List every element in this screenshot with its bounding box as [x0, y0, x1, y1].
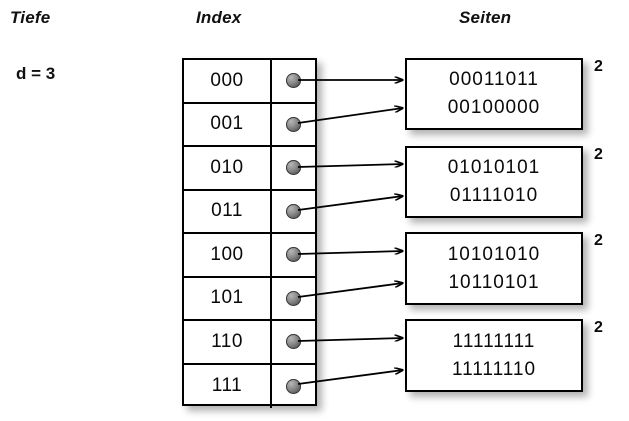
index-key: 110 — [184, 321, 272, 363]
page-box[interactable]: 11111111 11111110 — [405, 319, 583, 392]
index-pointer-cell[interactable] — [272, 365, 315, 409]
page-line: 01010101 — [447, 157, 541, 179]
index-key: 101 — [184, 277, 272, 319]
filled-circle-handle-icon — [286, 334, 301, 350]
index-key: 000 — [184, 60, 272, 102]
page-count-badge: 2 — [594, 232, 603, 249]
index-pointer-cell[interactable] — [272, 278, 315, 320]
page-box[interactable]: 00011011 00100000 — [405, 58, 583, 130]
filled-circle-handle-icon — [286, 73, 301, 89]
filled-circle-handle-icon — [286, 160, 301, 176]
page-count-badge: 2 — [594, 58, 603, 75]
index-row[interactable]: 011 — [184, 190, 315, 234]
index-pointer-cell[interactable] — [272, 191, 315, 233]
page-box[interactable]: 10101010 10110101 — [405, 232, 583, 305]
index-pointer-cell[interactable] — [272, 321, 315, 363]
page-line: 01111010 — [449, 185, 539, 206]
page-line: 10110101 — [448, 271, 540, 293]
index-key: 111 — [184, 364, 272, 408]
column-heading-index: Index — [196, 8, 242, 27]
depth-value: d = 3 — [16, 64, 56, 83]
filled-circle-handle-icon — [286, 116, 301, 132]
index-pointer-cell[interactable] — [272, 234, 315, 276]
page-line: 10101010 — [447, 243, 541, 265]
index-pointer-cell[interactable] — [272, 147, 315, 189]
index-table: 000 001 010 011 100 — [182, 58, 317, 409]
index-key: 100 — [184, 234, 272, 276]
index-row[interactable]: 111 — [184, 364, 315, 409]
index-pointer-cell[interactable] — [272, 104, 315, 146]
index-row[interactable]: 010 — [184, 147, 315, 191]
index-row[interactable]: 110 — [184, 321, 315, 365]
index-row[interactable]: 100 — [184, 234, 315, 278]
filled-circle-handle-icon — [286, 290, 301, 306]
index-row[interactable]: 000 — [184, 60, 315, 104]
filled-circle-handle-icon — [286, 378, 301, 394]
filled-circle-handle-icon — [286, 247, 301, 263]
index-row[interactable]: 101 — [184, 277, 315, 321]
page-count-badge: 2 — [594, 319, 603, 336]
page-line: 00011011 — [449, 69, 539, 91]
page-line: 11111111 — [452, 330, 536, 352]
index-key: 010 — [184, 147, 272, 189]
column-heading-pages: Seiten — [459, 8, 512, 27]
page-count-badge: 2 — [594, 146, 603, 163]
index-pointer-cell[interactable] — [272, 60, 315, 102]
filled-circle-handle-icon — [286, 203, 301, 219]
index-row[interactable]: 001 — [184, 103, 315, 147]
page-line: 00100000 — [447, 97, 541, 118]
page-line: 11111110 — [451, 358, 537, 380]
index-key: 001 — [184, 103, 272, 145]
page-box[interactable]: 01010101 01111010 — [405, 146, 583, 218]
column-heading-depth: Tiefe — [10, 8, 51, 27]
index-key: 011 — [184, 190, 272, 232]
